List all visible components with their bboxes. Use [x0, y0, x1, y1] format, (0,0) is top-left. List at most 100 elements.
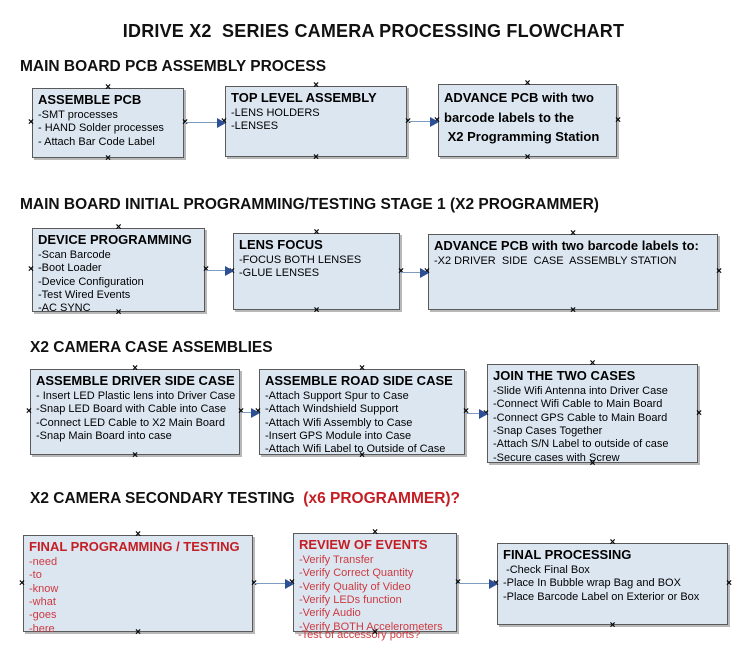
box-item: -Verify Audio	[299, 607, 361, 620]
connector-arrow[interactable]	[466, 408, 488, 419]
anchor-marker-icon: ×	[696, 407, 702, 419]
arrow-line	[466, 412, 481, 415]
box-item: -Verify BOTH Accelerometers	[299, 620, 443, 633]
anchor-marker-icon: ×	[19, 577, 25, 589]
box-item: -AC SYNC	[38, 302, 91, 315]
box-item: -Slide Wifi Antenna into Driver Case	[493, 384, 668, 397]
box-items: -SMT processes- HAND Solder processes- A…	[38, 109, 179, 149]
arrow-head-icon	[251, 407, 260, 418]
flow-box-top-level-assembly[interactable]: TOP LEVEL ASSEMBLY -LENS HOLDERS-LENSES …	[221, 81, 411, 163]
section-heading-text: X2 CAMERA CASE ASSEMBLIES	[30, 339, 273, 356]
box-item: -Place In Bubble wrap Bag and BOX	[503, 577, 681, 590]
section-heading-case-assemblies: X2 CAMERA CASE ASSEMBLIES	[30, 339, 273, 357]
anchor-marker-icon: ×	[726, 578, 732, 589]
flow-box-assemble-pcb[interactable]: ASSEMBLE PCB -SMT processes- HAND Solder…	[28, 83, 188, 164]
arrow-line	[408, 120, 432, 123]
connector-arrow[interactable]	[401, 267, 429, 278]
box-title: ASSEMBLE PCB	[38, 92, 142, 107]
box-item: -Attach Windshield Support	[265, 403, 399, 416]
box-items: -Verify Transfer-Verify Correct Quantity…	[299, 554, 452, 634]
arrow-head-icon	[225, 265, 234, 276]
anchor-marker-icon: ×	[28, 264, 34, 275]
arrow-head-icon	[430, 116, 439, 127]
arrow-head-icon	[285, 578, 294, 589]
connector-arrow[interactable]	[458, 578, 498, 589]
box-items: -Check Final Box-Place In Bubble wrap Ba…	[503, 564, 723, 604]
section-heading-text: X2 CAMERA SECONDARY TESTING	[30, 490, 295, 507]
box-items: -Attach Support Spur to Case-Attach Wind…	[265, 390, 460, 457]
arrow-line	[401, 271, 422, 274]
box-items: -FOCUS BOTH LENSES-GLUE LENSES	[239, 254, 395, 281]
connector-arrow[interactable]	[408, 116, 439, 127]
box-item: -Connect LED Cable to X2 Main Board	[36, 416, 225, 429]
anchor-marker-icon: ×	[26, 406, 32, 417]
box-item: -Attach Wifi Assembly to Case	[265, 416, 413, 429]
anchor-marker-icon: ×	[570, 305, 576, 316]
box-item: -LENSES	[231, 120, 279, 133]
box-item: -Verify Quality of Video	[299, 580, 411, 593]
connector-arrow[interactable]	[185, 117, 226, 128]
box-item: -Secure cases with Screw	[493, 451, 620, 464]
box-item: - Insert LED Plastic lens into Driver Ca…	[36, 389, 236, 402]
box-item-overflow: -Test of accessory ports?	[298, 628, 421, 641]
box-item: -Check Final Box	[503, 563, 590, 576]
flow-box-join-the-two-cases[interactable]: JOIN THE TWO CASES -Slide Wifi Antenna i…	[483, 359, 702, 469]
anchor-marker-icon: ×	[524, 152, 531, 163]
anchor-marker-icon: ×	[716, 266, 722, 277]
box-title: FINAL PROCESSING	[503, 547, 632, 562]
box-item: -know	[29, 582, 59, 595]
box-item: -GLUE LENSES	[239, 267, 320, 280]
box-item: -Verify LEDs function	[299, 594, 402, 607]
box-item: -Test Wired Events	[38, 289, 131, 302]
box-item: -Attach S/N Label to outside of case	[493, 438, 669, 451]
arrow-head-icon	[217, 117, 226, 128]
arrow-line	[185, 121, 219, 124]
flow-box-assemble-driver-side-case[interactable]: ASSEMBLE DRIVER SIDE CASE - Insert LED P…	[26, 364, 244, 461]
box-item: -Verify Transfer	[299, 553, 374, 566]
flow-box-review-of-events[interactable]: REVIEW OF EVENTS -Verify Transfer-Verify…	[289, 528, 461, 641]
flow-box-lens-focus[interactable]: LENS FOCUS -FOCUS BOTH LENSES-GLUE LENSE…	[229, 228, 404, 316]
arrow-line	[241, 411, 253, 414]
arrow-line	[458, 582, 491, 585]
box-items: -need-to-know-what-goes-here	[29, 556, 248, 636]
connector-arrow[interactable]	[206, 265, 234, 276]
arrow-head-icon	[420, 267, 429, 278]
box-title: ASSEMBLE ROAD SIDE CASE	[265, 373, 453, 388]
box-item: -Scan Barcode	[38, 248, 111, 261]
box-title: LENS FOCUS	[239, 237, 323, 252]
flow-box-final-programming-testing[interactable]: FINAL PROGRAMMING / TESTING -need-to-kno…	[19, 530, 257, 638]
flow-box-device-programming[interactable]: DEVICE PROGRAMMING -Scan Barcode-Boot Lo…	[28, 223, 209, 318]
box-item: -Snap LED Board with Cable into Case	[36, 403, 227, 416]
connector-arrow[interactable]	[241, 407, 260, 418]
box-item: -Insert GPS Module into Case	[265, 430, 412, 443]
connector-arrow[interactable]	[254, 578, 294, 589]
flow-box-advance-pcb-programming-station[interactable]: ADVANCE PCB with two barcode labels to t…	[434, 79, 621, 163]
box-item: -here	[29, 622, 55, 635]
anchor-marker-icon: ×	[105, 153, 111, 164]
box-item: -Connect GPS Cable to Main Board	[493, 411, 668, 424]
box-item: -FOCUS BOTH LENSES	[239, 253, 362, 266]
box-items: -LENS HOLDERS-LENSES	[231, 107, 402, 134]
section-heading-main-board-pcb: MAIN BOARD PCB ASSEMBLY PROCESS	[20, 58, 326, 76]
arrow-line	[206, 269, 227, 272]
arrow-head-icon	[479, 408, 488, 419]
arrow-line	[254, 582, 287, 585]
box-items: -Slide Wifi Antenna into Driver Case -Con…	[493, 385, 693, 465]
box-item: -Verify Correct Quantity	[299, 567, 414, 580]
section-heading-secondary-testing: X2 CAMERA SECONDARY TESTING (x6 PROGRAMM…	[30, 490, 460, 508]
flow-box-final-processing[interactable]: FINAL PROCESSING -Check Final Box-Place …	[493, 538, 732, 631]
flow-box-advance-pcb-driver-side[interactable]: ADVANCE PCB with two barcode labels to: …	[424, 229, 722, 316]
flow-box-assemble-road-side-case[interactable]: ASSEMBLE ROAD SIDE CASE -Attach Support …	[255, 364, 469, 461]
box-item: -Snap Main Board into case	[36, 430, 172, 443]
anchor-marker-icon: ×	[28, 117, 34, 128]
box-items: - Insert LED Plastic lens into Driver Ca…	[36, 390, 235, 444]
section-heading-text: MAIN BOARD PCB ASSEMBLY PROCESS	[20, 58, 327, 75]
anchor-marker-icon: ×	[313, 152, 319, 163]
box-item: -Attach Support Spur to Case	[265, 389, 409, 402]
box-item: -what	[29, 596, 56, 609]
box-item: -Device Configuration	[38, 275, 144, 288]
anchor-marker-icon: ×	[313, 305, 320, 316]
box-title: TOP LEVEL ASSEMBLY	[231, 90, 377, 105]
box-item: - HAND Solder processes	[38, 122, 164, 135]
